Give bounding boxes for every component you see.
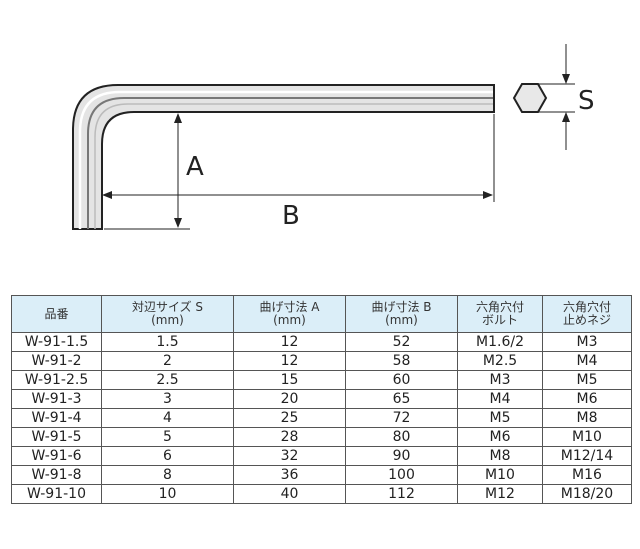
table-row: W-91-5 5 28 80 M6 M10 [11, 427, 632, 447]
cell-size-s: 4 [101, 408, 234, 428]
cell-bend-a: 12 [233, 332, 346, 352]
hex-key-diagram: S A B [72, 44, 595, 231]
table-row: W-91-8 8 36 100 M10 M16 [11, 465, 632, 485]
table-row: W-91-2 2 12 58 M2.5 M4 [11, 351, 632, 371]
cell-set-screw: M18/20 [542, 484, 632, 504]
cell-socket-bolt: M4 [457, 389, 543, 409]
cell-bend-b: 72 [345, 408, 458, 428]
cell-part-number: W-91-3 [11, 389, 102, 409]
cell-socket-bolt: M10 [457, 465, 543, 485]
cell-socket-bolt: M1.6/2 [457, 332, 543, 352]
dim-b: B [102, 114, 495, 231]
spec-table: 品番 対辺サイズ S (mm) 曲げ寸法 A (mm) 曲げ寸法 B (mm) … [11, 295, 632, 504]
cell-set-screw: M8 [542, 408, 632, 428]
cell-size-s: 2.5 [101, 370, 234, 390]
cell-part-number: W-91-6 [11, 446, 102, 466]
table-row: W-91-3 3 20 65 M4 M6 [11, 389, 632, 409]
cell-bend-b: 112 [345, 484, 458, 504]
cell-socket-bolt: M3 [457, 370, 543, 390]
cell-bend-b: 90 [345, 446, 458, 466]
cell-size-s: 8 [101, 465, 234, 485]
cell-bend-a: 28 [233, 427, 346, 447]
cell-bend-a: 25 [233, 408, 346, 428]
cell-bend-b: 80 [345, 427, 458, 447]
cell-part-number: W-91-5 [11, 427, 102, 447]
cell-bend-a: 32 [233, 446, 346, 466]
cell-size-s: 2 [101, 351, 234, 371]
header-socket-bolt: 六角穴付 ボルト [457, 295, 543, 333]
cell-size-s: 10 [101, 484, 234, 504]
table-row: W-91-4 4 25 72 M5 M8 [11, 408, 632, 428]
header-part-number: 品番 [11, 295, 102, 333]
cell-bend-b: 58 [345, 351, 458, 371]
cell-part-number: W-91-8 [11, 465, 102, 485]
cell-socket-bolt: M8 [457, 446, 543, 466]
hex-key-shape [72, 84, 495, 230]
cell-bend-a: 20 [233, 389, 346, 409]
cell-size-s: 6 [101, 446, 234, 466]
cell-set-screw: M5 [542, 370, 632, 390]
cell-size-s: 5 [101, 427, 234, 447]
cell-bend-a: 36 [233, 465, 346, 485]
cell-bend-a: 15 [233, 370, 346, 390]
header-bend-b: 曲げ寸法 B (mm) [345, 295, 458, 333]
cell-size-s: 1.5 [101, 332, 234, 352]
table-row: W-91-1.5 1.5 12 52 M1.6/2 M3 [11, 332, 632, 352]
header-set-screw: 六角穴付 止めネジ [542, 295, 632, 333]
cell-socket-bolt: M12 [457, 484, 543, 504]
dim-label-s: S [578, 86, 595, 116]
cell-bend-b: 65 [345, 389, 458, 409]
table-row: W-91-2.5 2.5 15 60 M3 M5 [11, 370, 632, 390]
cell-bend-b: 100 [345, 465, 458, 485]
cell-bend-a: 12 [233, 351, 346, 371]
cell-part-number: W-91-4 [11, 408, 102, 428]
cell-set-screw: M12/14 [542, 446, 632, 466]
cell-part-number: W-91-1.5 [11, 332, 102, 352]
cell-set-screw: M4 [542, 351, 632, 371]
table-row: W-91-6 6 32 90 M8 M12/14 [11, 446, 632, 466]
header-size-s: 対辺サイズ S (mm) [101, 295, 234, 333]
cell-set-screw: M16 [542, 465, 632, 485]
table-row: W-91-10 10 40 112 M12 M18/20 [11, 484, 632, 504]
dim-label-a: A [186, 152, 204, 182]
cell-part-number: W-91-2.5 [11, 370, 102, 390]
cell-part-number: W-91-2 [11, 351, 102, 371]
cell-bend-b: 60 [345, 370, 458, 390]
table-header-row: 品番 対辺サイズ S (mm) 曲げ寸法 A (mm) 曲げ寸法 B (mm) … [11, 295, 632, 333]
cell-part-number: W-91-10 [11, 484, 102, 504]
cell-set-screw: M10 [542, 427, 632, 447]
cell-set-screw: M6 [542, 389, 632, 409]
cell-size-s: 3 [101, 389, 234, 409]
cell-socket-bolt: M6 [457, 427, 543, 447]
cell-set-screw: M3 [542, 332, 632, 352]
cell-socket-bolt: M5 [457, 408, 543, 428]
dim-a: A [104, 113, 204, 230]
hex-cross-section: S [512, 44, 595, 150]
cell-socket-bolt: M2.5 [457, 351, 543, 371]
dim-label-b: B [282, 201, 300, 231]
cell-bend-a: 40 [233, 484, 346, 504]
header-bend-a: 曲げ寸法 A (mm) [233, 295, 346, 333]
cell-bend-b: 52 [345, 332, 458, 352]
